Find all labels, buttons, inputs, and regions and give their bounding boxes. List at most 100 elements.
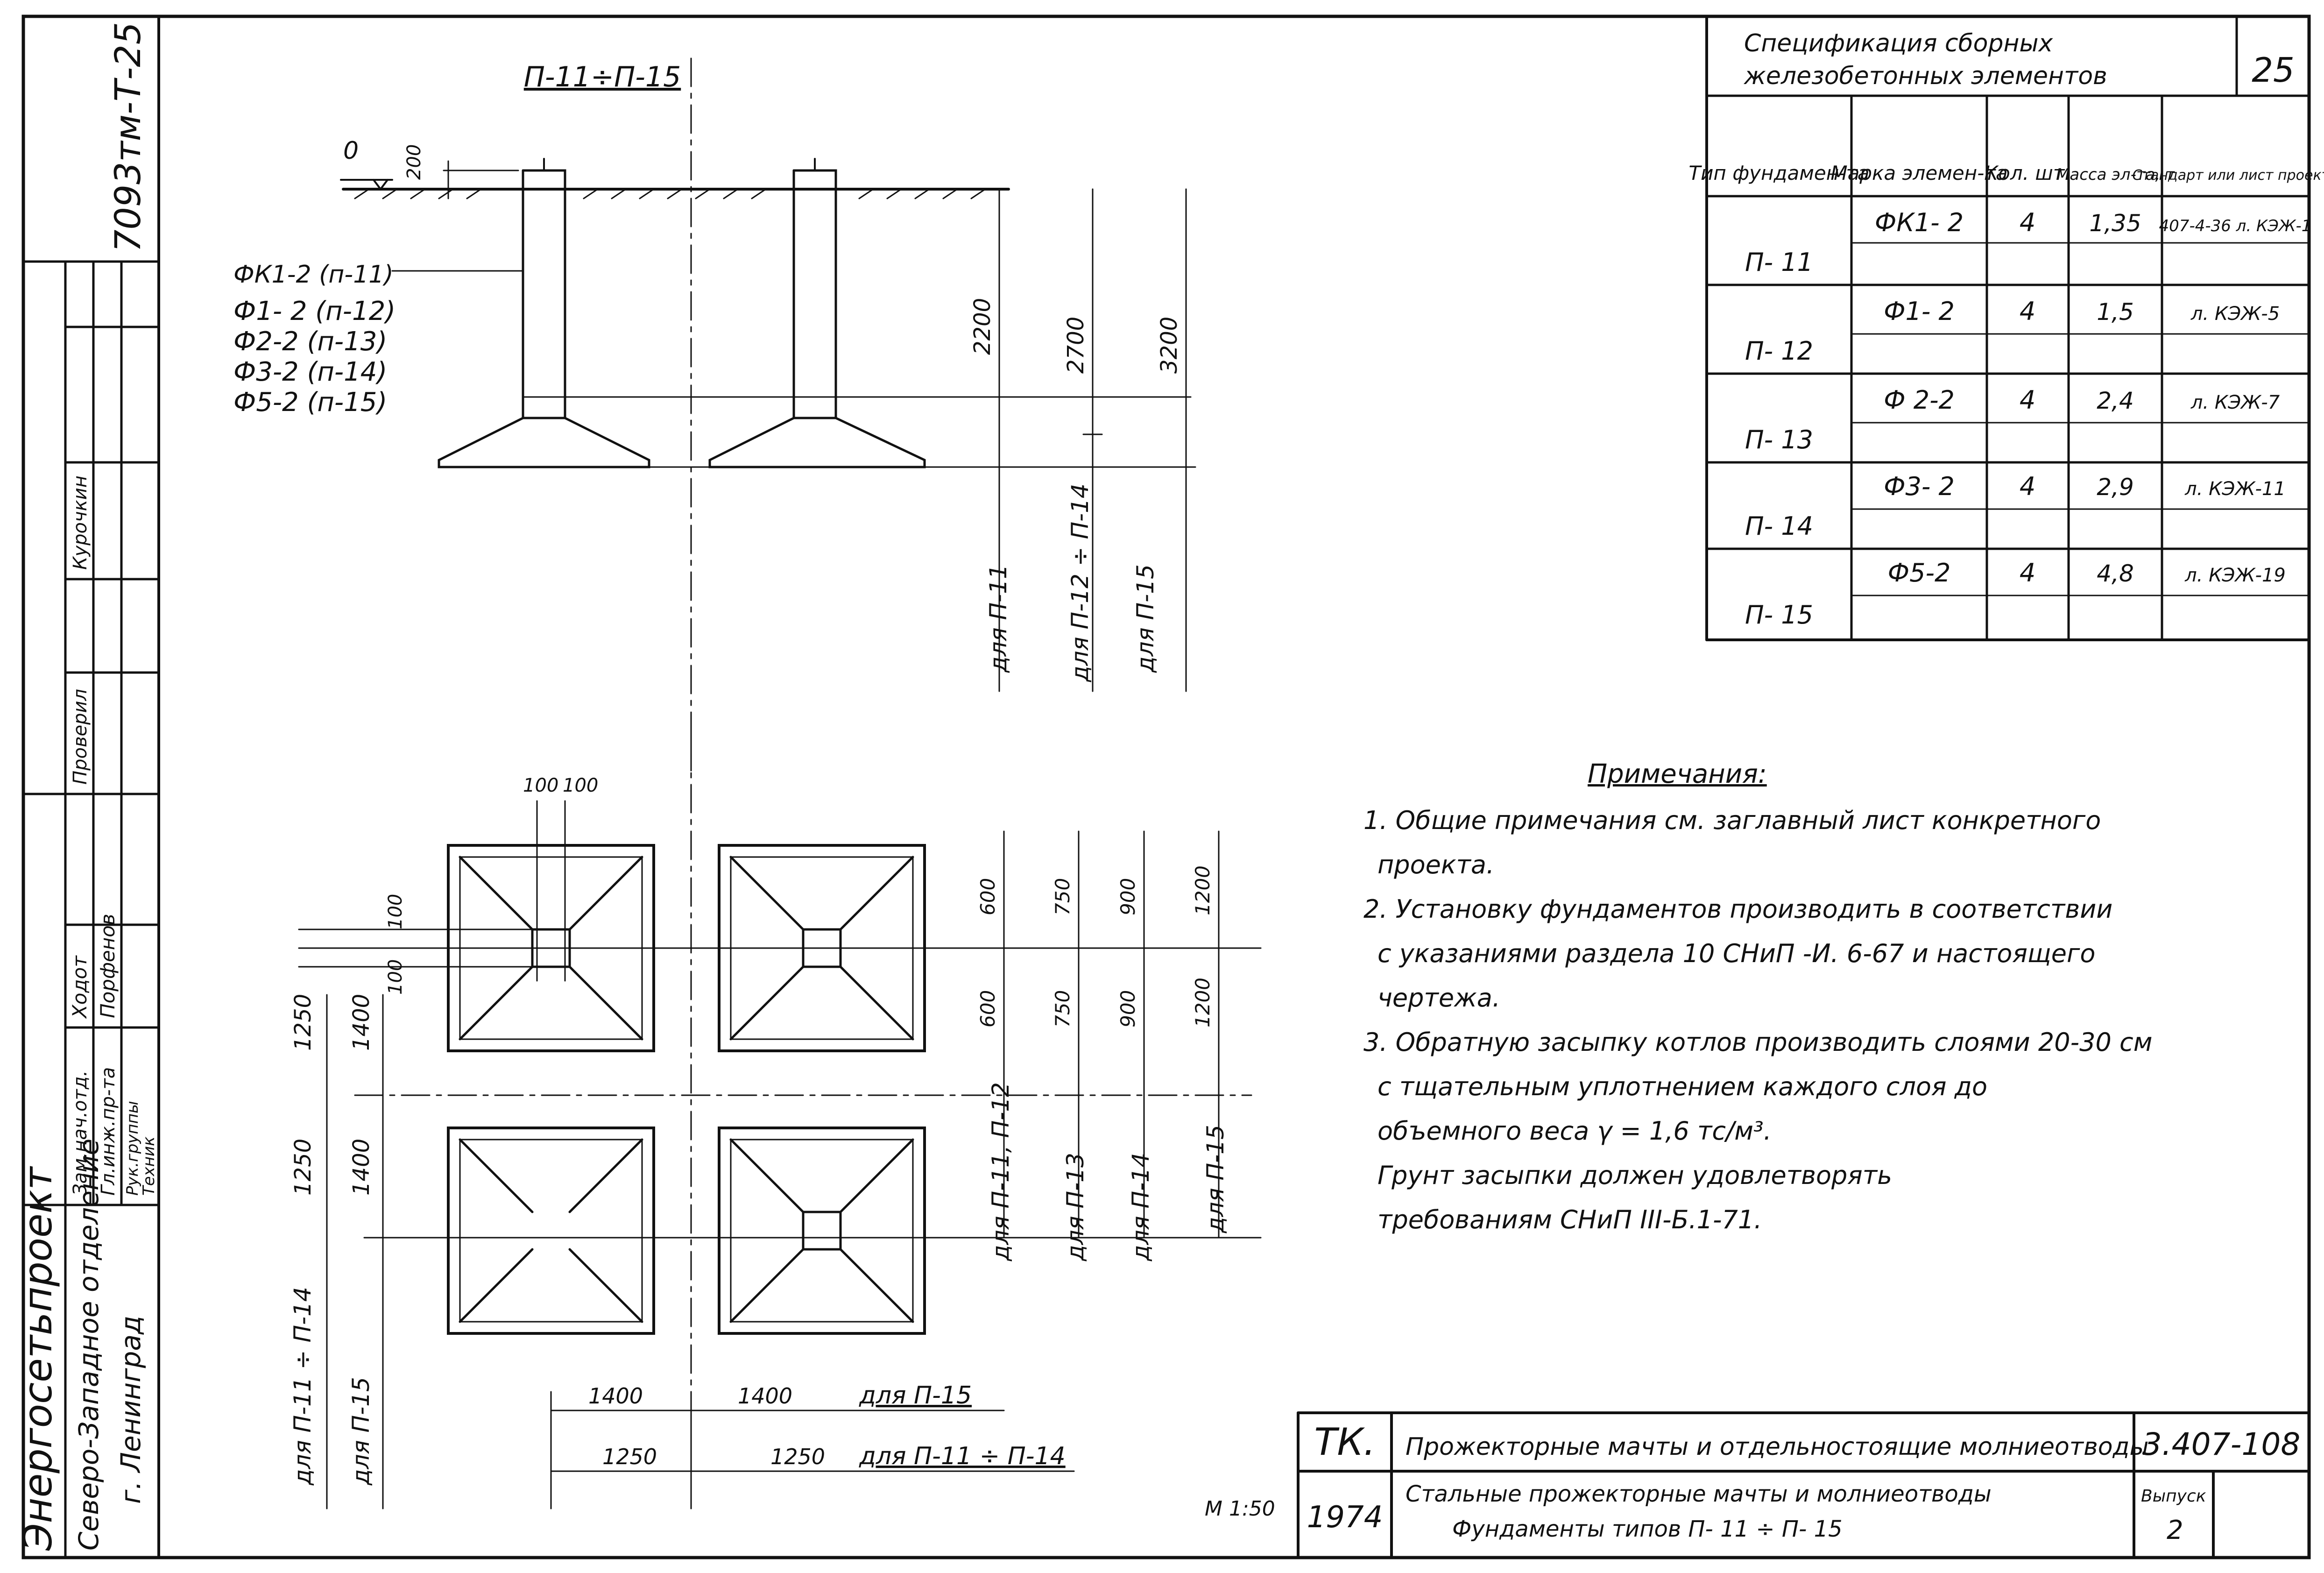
title-year: 1974 bbox=[1307, 1500, 1383, 1535]
title-tk: ТК. bbox=[1314, 1420, 1375, 1464]
plan-dim-750b: 750 bbox=[1051, 990, 1074, 1027]
plan-bottom-for-p11-14: для П-11 ÷ П-14 bbox=[859, 1442, 1066, 1470]
spec-row3-std: л. КЭЖ-7 bbox=[2190, 392, 2280, 413]
spec-row4-qty: 4 bbox=[2020, 472, 2035, 501]
spec-row1-qty: 4 bbox=[2020, 208, 2035, 237]
plan-dim-600b: 600 bbox=[976, 990, 999, 1027]
elevation-dimension-lines bbox=[989, 188, 1196, 692]
plan-dim-900a: 900 bbox=[1116, 878, 1139, 915]
spec-row2-type: П- 12 bbox=[1745, 336, 1813, 366]
stamp-side-code: 7093тм-Т-25 bbox=[107, 22, 148, 252]
spec-row4-mass: 2,9 bbox=[2097, 474, 2134, 501]
plan-dim-1400-bottom: 1400 bbox=[348, 1139, 374, 1196]
scale-label: М 1:50 bbox=[1205, 1497, 1275, 1521]
plan-dim-1200a: 1200 bbox=[1191, 865, 1214, 915]
stamp-name-1: Ходот bbox=[68, 955, 91, 1019]
spec-row3-mass: 2,4 bbox=[2097, 387, 2134, 414]
stamp-role-1: Зам.нач.отд. bbox=[70, 1070, 91, 1196]
drawing-text: П-11÷П-15 0 200 ФК1-2 (п-11) Ф1- 2 (п-12… bbox=[15, 22, 2324, 1551]
spec-header-qty: Кол. шт. bbox=[1984, 162, 2070, 184]
spec-row4-std: л. КЭЖ-11 bbox=[2184, 478, 2286, 500]
spec-header-mass: Масса эл-та, т bbox=[2056, 165, 2175, 184]
spec-row4-type: П- 14 bbox=[1745, 511, 1813, 541]
note-line-4: с указаниями раздела 10 СНиП -И. 6-67 и … bbox=[1377, 939, 2096, 968]
note-line-1: 1. Общие примечания см. заглавный лист к… bbox=[1363, 806, 2101, 835]
spec-row5-mark: Ф5-2 bbox=[1888, 558, 1951, 588]
stamp-col-label-2: Курочкин bbox=[70, 475, 91, 570]
foundation-mark-5: Ф5-2 (п-15) bbox=[233, 387, 387, 418]
stamp-org: Энергосетьпроект bbox=[15, 1166, 61, 1551]
spec-row4-mark: Ф3- 2 bbox=[1884, 472, 1955, 501]
plan-dim-750a: 750 bbox=[1051, 878, 1074, 915]
plan-foundation-bottom-right bbox=[718, 1127, 926, 1335]
note-line-9: Грунт засыпки должен удовлетворять bbox=[1377, 1161, 1893, 1190]
plan-label-p15: для П-15 bbox=[1202, 1125, 1229, 1233]
stamp-role-3: Рук.группы bbox=[123, 1101, 142, 1196]
spec-row5-qty: 4 bbox=[2020, 558, 2035, 588]
depth-label: 200 bbox=[403, 144, 425, 180]
stamp-name-2: Порфенов bbox=[96, 914, 119, 1018]
plan-foundation-top-left bbox=[447, 800, 655, 1052]
plan-bottom-1400a: 1400 bbox=[588, 1383, 643, 1409]
plan-dim-1250-top: 1250 bbox=[290, 994, 316, 1051]
foundation-elevation-2 bbox=[708, 158, 926, 468]
label-for-p12-14: для П-12 ÷ П-14 bbox=[1067, 483, 1094, 682]
spec-header-mark: Марка элемен-та bbox=[1830, 162, 2007, 184]
spec-row5-type: П- 15 bbox=[1745, 600, 1813, 630]
foundation-elevation-1 bbox=[438, 158, 650, 468]
spec-row2-mark: Ф1- 2 bbox=[1884, 297, 1955, 326]
title-issue: 2 bbox=[2167, 1515, 2183, 1545]
stamp-city: г. Ленинград bbox=[115, 1316, 147, 1504]
stamp-role-2: Гл.инж.пр-та bbox=[98, 1067, 119, 1196]
dim-3200: 3200 bbox=[1156, 317, 1182, 374]
spec-row1-std: 407-4-36 л. КЭЖ-1 bbox=[2159, 217, 2312, 235]
spec-title-line2: железобетонных элементов bbox=[1744, 62, 2107, 90]
note-line-7: с тщательным уплотнением каждого слоя до bbox=[1377, 1072, 1988, 1101]
foundation-mark-1: ФК1-2 (п-11) bbox=[233, 261, 394, 289]
spec-row1-type: П- 11 bbox=[1745, 248, 1813, 277]
stamp-branch: Северо-Западное отделение bbox=[73, 1139, 105, 1551]
plan-label-left-p11-14: для П-11 ÷ П-14 bbox=[289, 1287, 316, 1486]
plan-label-p14: для П-14 bbox=[1127, 1153, 1154, 1261]
plan-dim-100b: 100 bbox=[563, 775, 598, 796]
plan-dim-100a: 100 bbox=[523, 775, 558, 796]
note-line-6: 3. Обратную засыпку котлов производить с… bbox=[1363, 1027, 2153, 1057]
title-line3: Фундаменты типов П- 11 ÷ П- 15 bbox=[1452, 1516, 1843, 1542]
note-line-5: чертежа. bbox=[1377, 983, 1500, 1013]
title-line1: Прожекторные мачты и отдельностоящие мол… bbox=[1406, 1433, 2149, 1461]
dim-2200: 2200 bbox=[969, 298, 996, 355]
dim-2700: 2700 bbox=[1063, 317, 1089, 374]
spec-row3-type: П- 13 bbox=[1745, 425, 1813, 454]
spec-header-type: Тип фундамен-та bbox=[1688, 162, 1869, 184]
note-line-2: проекта. bbox=[1377, 850, 1495, 879]
plan-view bbox=[298, 737, 1262, 1509]
spec-header-std: Стандарт или лист проекта bbox=[2133, 167, 2324, 184]
drawing-title: П-11÷П-15 bbox=[524, 61, 681, 93]
plan-dim-1250-bottom: 1250 bbox=[290, 1139, 316, 1196]
spec-table-grid bbox=[1705, 15, 2310, 641]
spec-row1-mark: ФК1- 2 bbox=[1875, 208, 1964, 237]
title-code: 3.407-108 bbox=[2142, 1426, 2301, 1462]
foundation-mark-4: Ф3-2 (п-14) bbox=[233, 357, 387, 387]
plan-label-p13: для П-13 bbox=[1062, 1153, 1089, 1261]
spec-row5-std: л. КЭЖ-19 bbox=[2184, 565, 2286, 586]
plan-dim-900b: 900 bbox=[1116, 990, 1139, 1027]
note-line-8: объемного веса γ = 1,6 тс/м³. bbox=[1377, 1116, 1772, 1146]
ground-hatch bbox=[354, 188, 986, 199]
stamp-col-label-1: Проверил bbox=[70, 689, 91, 785]
stamp-role-4: Техник bbox=[140, 1136, 158, 1196]
plan-dim-1200b: 1200 bbox=[1191, 978, 1214, 1027]
title-block-grid bbox=[1297, 1411, 2310, 1559]
plan-dim-left-100a: 100 bbox=[385, 894, 406, 929]
foundation-mark-3: Ф2-2 (п-13) bbox=[233, 326, 387, 357]
title-issue-label: Выпуск bbox=[2141, 1487, 2206, 1506]
spec-row1-mass: 1,35 bbox=[2089, 210, 2141, 237]
title-line2: Стальные прожекторные мачты и молниеотво… bbox=[1406, 1481, 1992, 1507]
spec-row2-std: л. КЭЖ-5 bbox=[2190, 303, 2280, 325]
plan-label-p11-p12: для П-11, П-12 bbox=[987, 1082, 1014, 1261]
plan-bottom-1400b: 1400 bbox=[738, 1383, 792, 1409]
sheet-border bbox=[21, 14, 2311, 1559]
spec-row5-mass: 4,8 bbox=[2097, 560, 2134, 587]
